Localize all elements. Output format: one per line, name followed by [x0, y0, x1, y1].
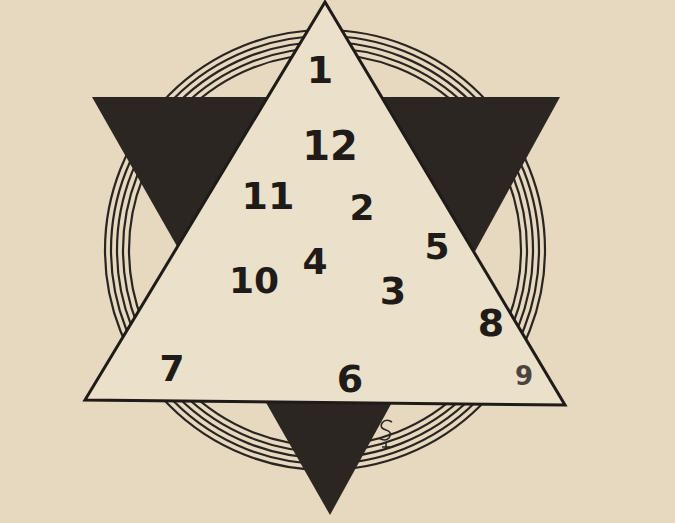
callout-number: 9: [515, 363, 533, 389]
callout-number: 10: [229, 263, 279, 299]
callout-number: 2: [349, 190, 374, 226]
upright-triangle: [85, 2, 565, 405]
callout-number: 6: [337, 360, 363, 398]
callout-number: 4: [302, 244, 327, 280]
callout-number: 12: [302, 126, 358, 166]
callout-number: 11: [242, 177, 295, 215]
callout-number: 7: [159, 351, 184, 387]
monogram-mark: [379, 420, 392, 450]
callout-number: 3: [380, 272, 406, 310]
callout-number: 8: [478, 304, 504, 342]
callout-number: 1: [307, 51, 333, 89]
callout-number: 5: [424, 229, 449, 265]
